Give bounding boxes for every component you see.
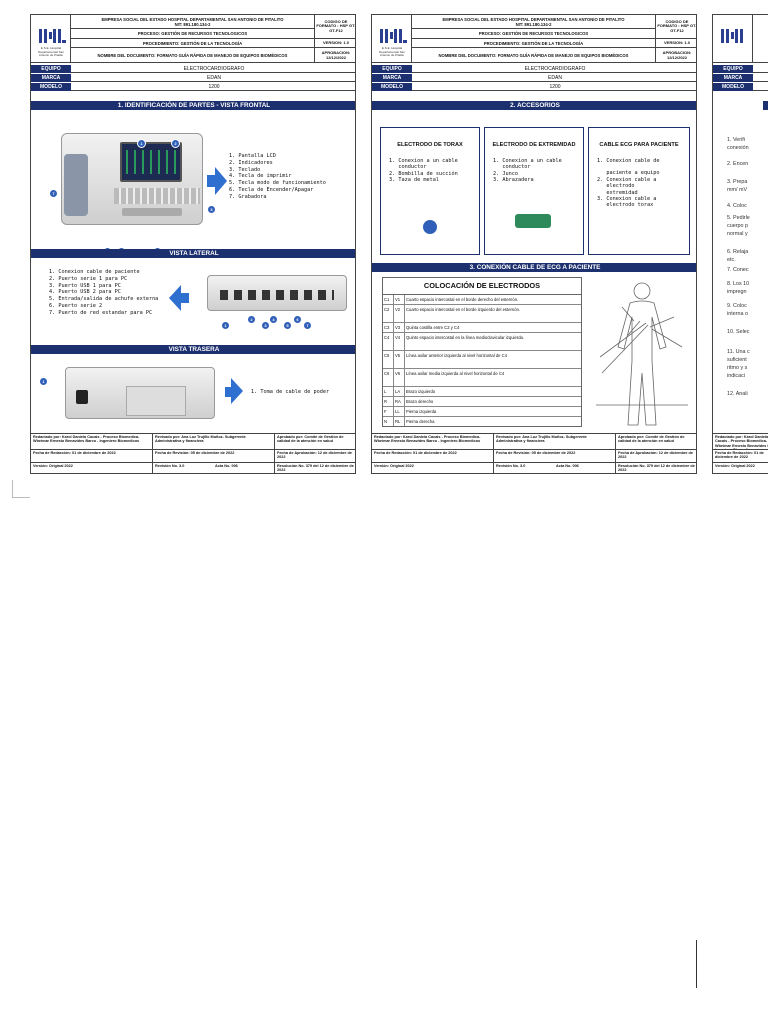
side-parts-list: 1. Conexion cable de paciente 2. Puerto … — [49, 269, 159, 316]
logo-caption: E.S.E. Hospital Departamental San Antoni… — [379, 46, 405, 58]
procedimiento: PROCEDIMIENTO: GESTIÓN DE LA TECNOLOGÍA — [412, 39, 655, 48]
rear-arrow-right-icon — [231, 378, 243, 404]
accessory-limb-electrode: ELECTRODO DE EXTREMIDAD 1. Conexion a un… — [484, 127, 584, 255]
section-ecg-connection: 3. CONEXIÓN CABLE DE ECG A PACIENTE — [372, 263, 696, 272]
rear-parts-list: 1. Toma de cable de poder — [251, 389, 330, 395]
page-corner-mark — [12, 480, 13, 498]
callout-3-icon: 3 — [207, 205, 216, 214]
accessory-chest-electrode: ELECTRODO DE TORAX 1. Conexion a un cabl… — [380, 127, 480, 255]
side-callout-2-icon: 2 — [247, 315, 256, 324]
org-nit: NIT: 891.180.134-2 — [515, 21, 552, 27]
ecg-device-rear-image — [65, 367, 215, 419]
arrow-right-icon — [215, 167, 227, 195]
document-header: E.S.E. Hospital Departamental San Antoni… — [31, 15, 355, 63]
document-name: NOMBRE DEL DOCUMENTO: FORMATO GUÍA RÁPID… — [97, 53, 288, 58]
modelo-row: MODELO — [713, 83, 768, 91]
approval-date: APROBACION: 12/12/2022 — [662, 49, 692, 60]
body-electrode-diagram-icon — [596, 282, 688, 426]
front-parts-list: 1. Pantalla LCD 2. Indicadores 3. Teclad… — [229, 153, 326, 200]
document-name: NOMBRE DEL DOCUMENTO: FORMATO GUÍA RÁPID… — [438, 53, 629, 58]
equipo-row: EQUIPO — [713, 65, 768, 73]
side-callout-5-icon: 5 — [283, 321, 292, 330]
section-side-view: VISTA LATERAL — [31, 249, 355, 258]
guide-page-3-partial: EQUIPO MARCA MODELO 1. Verifi conexión 2… — [712, 14, 768, 474]
logo-mark-icon — [39, 29, 66, 43]
suction-bulb-icon — [423, 220, 437, 234]
logo-mark-icon — [721, 29, 747, 43]
page-corner-mark — [12, 497, 30, 498]
logo-mark-icon — [380, 29, 407, 43]
document-header: E.S.E. Hospital Departamental San Antoni… — [372, 15, 696, 63]
hospital-logo: E.S.E. Hospital Departamental San Antoni… — [31, 15, 71, 63]
accessory-patient-cable: CABLE ECG PARA PACIENTE 1. Conexion cabl… — [588, 127, 690, 255]
side-callout-1-icon: 1 — [221, 321, 230, 330]
callout-1-icon: 1 — [137, 139, 146, 148]
document-footer: Redactado por: Karol Daniela Cacais - Pr… — [713, 433, 768, 473]
format-code: CODIGO DE FORMATO : HSP GT-GT-F12 — [315, 15, 355, 39]
org-name: EMPRESA SOCIAL DEL ESTADO HOSPITAL DEPAR… — [442, 16, 625, 22]
org-name: EMPRESA SOCIAL DEL ESTADO HOSPITAL DEPAR… — [101, 16, 284, 22]
arrow-left-icon — [169, 285, 181, 311]
limb-clamp-icon — [515, 214, 551, 228]
rear-callout-1-icon: 1 — [39, 377, 48, 386]
marca-row: MARCA — [713, 74, 768, 82]
section-accessories: 2. ACCESORIOS — [372, 101, 696, 110]
org-nit: NIT: 891.180.134-2 — [174, 21, 211, 27]
procedimiento: PROCEDIMIENTO: GESTIÓN DE LA TECNOLOGÍA — [71, 39, 314, 48]
side-callout-6-icon: 6 — [293, 315, 302, 324]
side-callout-3-icon: 3 — [261, 321, 270, 330]
document-header — [713, 15, 768, 63]
section-front-view: 1. IDENTIFICACIÓN DE PARTES - VISTA FRON… — [31, 101, 355, 110]
section-rear-view: VISTA TRASERA — [31, 345, 355, 354]
version: VERSION: 1.0 — [656, 39, 696, 48]
hospital-logo: E.S.E. Hospital Departamental San Antoni… — [372, 15, 412, 63]
version: VERSION: 1.0 — [315, 39, 355, 48]
guide-page-1: E.S.E. Hospital Departamental San Antoni… — [30, 14, 356, 474]
ecg-device-front-image — [61, 133, 203, 225]
approval-date: APROBACION: 12/12/2022 — [321, 49, 351, 60]
callout-7-icon: 7 — [49, 189, 58, 198]
hospital-logo — [713, 15, 753, 63]
logo-caption: E.S.E. Hospital Departamental San Antoni… — [38, 46, 64, 58]
proceso: PROCESO: GESTIÓN DE RECURSOS TECNOLOGICO… — [71, 29, 314, 39]
document-footer: Redactado por: Karol Daniela Cacais - Pr… — [31, 433, 355, 473]
ecg-device-side-image — [207, 275, 347, 311]
side-callout-7-icon: 7 — [303, 321, 312, 330]
page-edge-line — [696, 940, 697, 988]
guide-page-2: E.S.E. Hospital Departamental San Antoni… — [371, 14, 697, 474]
document-footer: Redactado por: Karol Daniela Cacais - Pr… — [372, 433, 696, 473]
proceso: PROCESO: GESTIÓN DE RECURSOS TECNOLOGICO… — [412, 29, 655, 39]
side-callout-4-icon: 4 — [269, 315, 278, 324]
format-code: CODIGO DE FORMATO : HSP GT-GT-F12 — [656, 15, 696, 39]
callout-2-icon: 2 — [171, 139, 180, 148]
